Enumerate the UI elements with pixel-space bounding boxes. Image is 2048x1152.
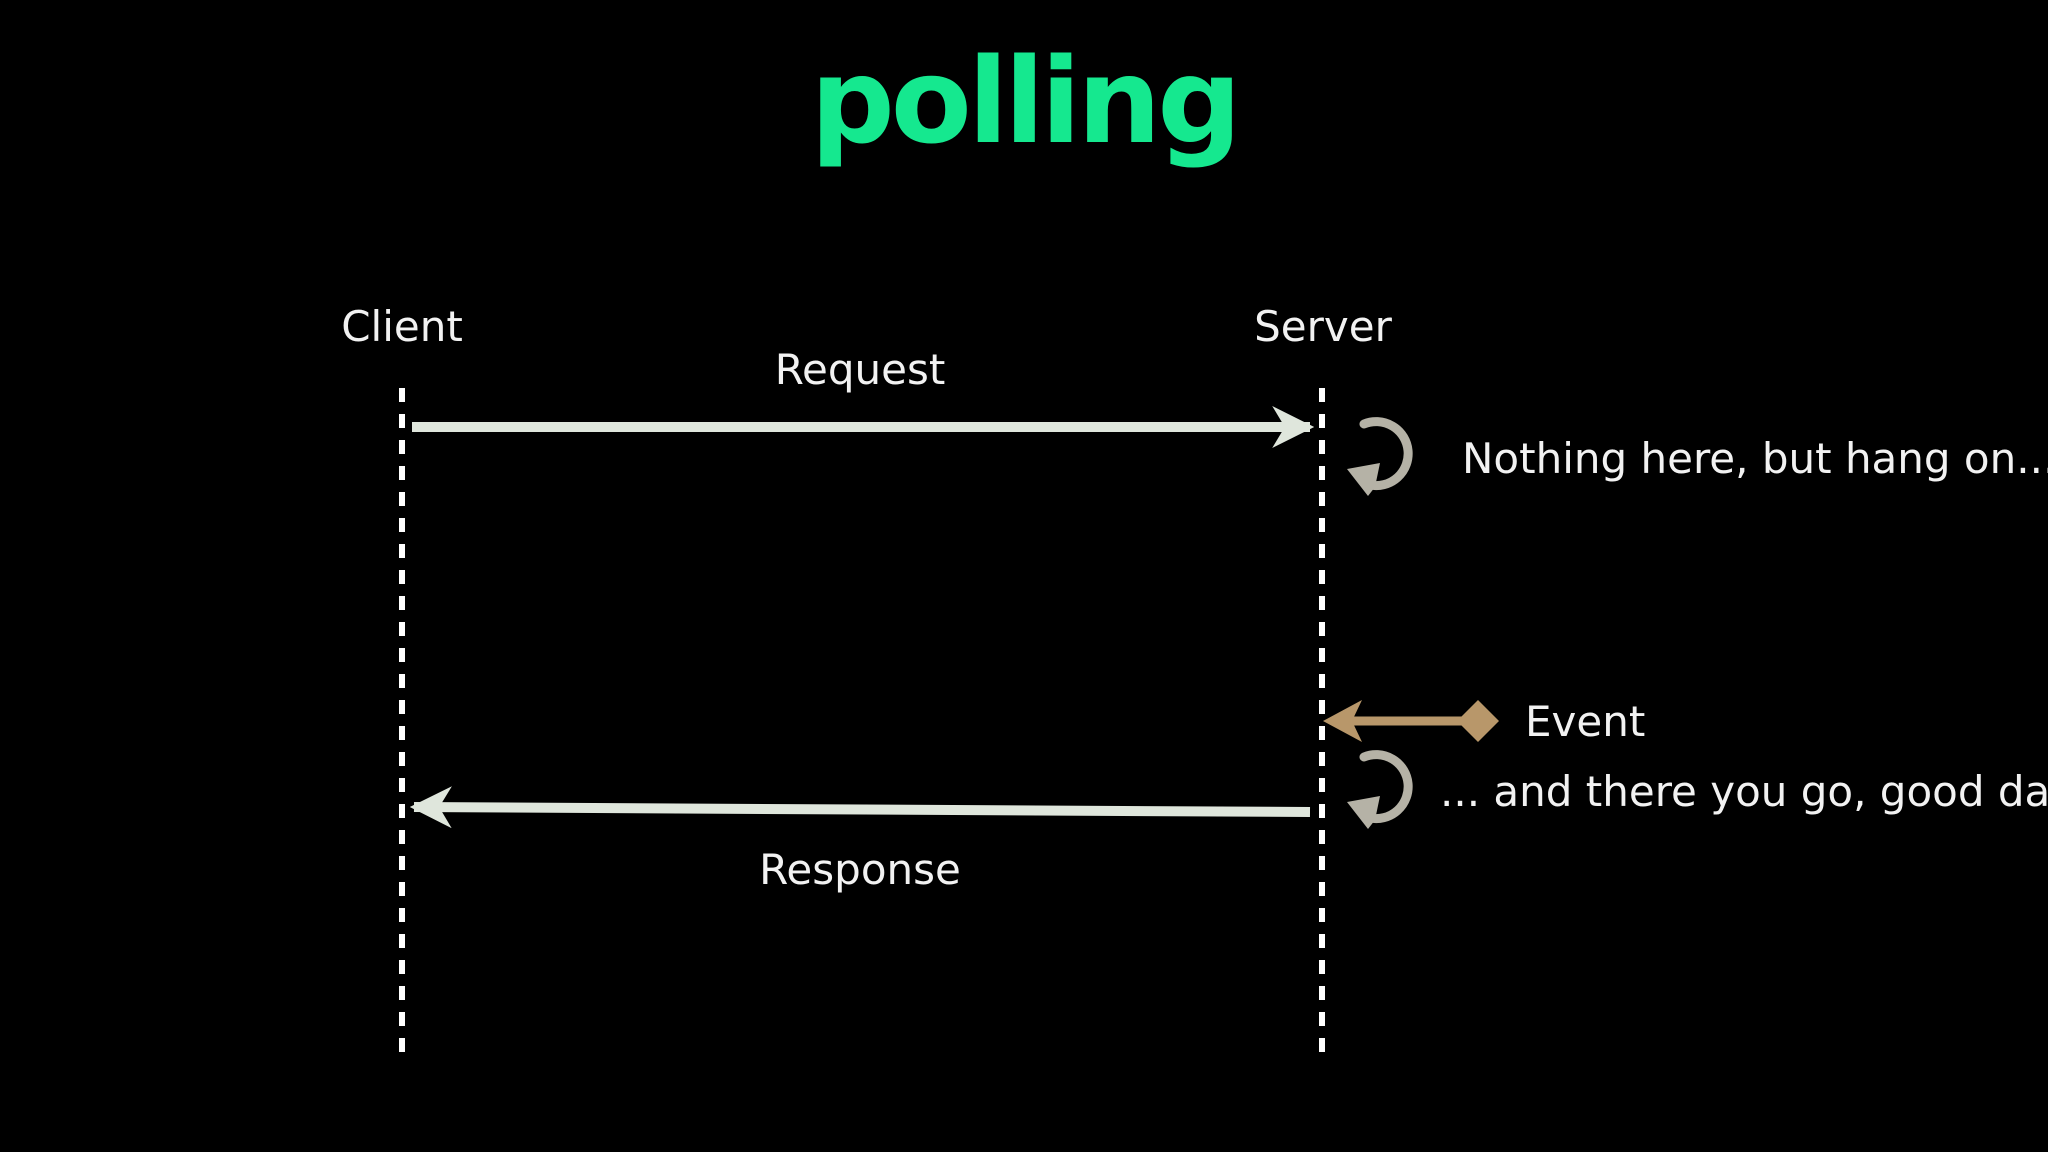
waiting-loop-icon bbox=[1347, 417, 1413, 496]
response-arrow bbox=[409, 786, 1311, 829]
waiting-note: Nothing here, but hang on... bbox=[1462, 434, 2048, 483]
event-label: Event bbox=[1525, 697, 1645, 746]
page-title: polling bbox=[810, 32, 1237, 170]
done-loop-icon bbox=[1347, 750, 1413, 829]
done-note: ... and there you go, good day! bbox=[1440, 767, 2048, 816]
client-label: Client bbox=[341, 302, 463, 351]
request-label: Request bbox=[775, 345, 946, 394]
server-label: Server bbox=[1254, 302, 1392, 351]
response-label: Response bbox=[759, 845, 961, 894]
event-diamond-icon bbox=[1457, 700, 1499, 742]
event-arrow bbox=[1323, 700, 1499, 742]
